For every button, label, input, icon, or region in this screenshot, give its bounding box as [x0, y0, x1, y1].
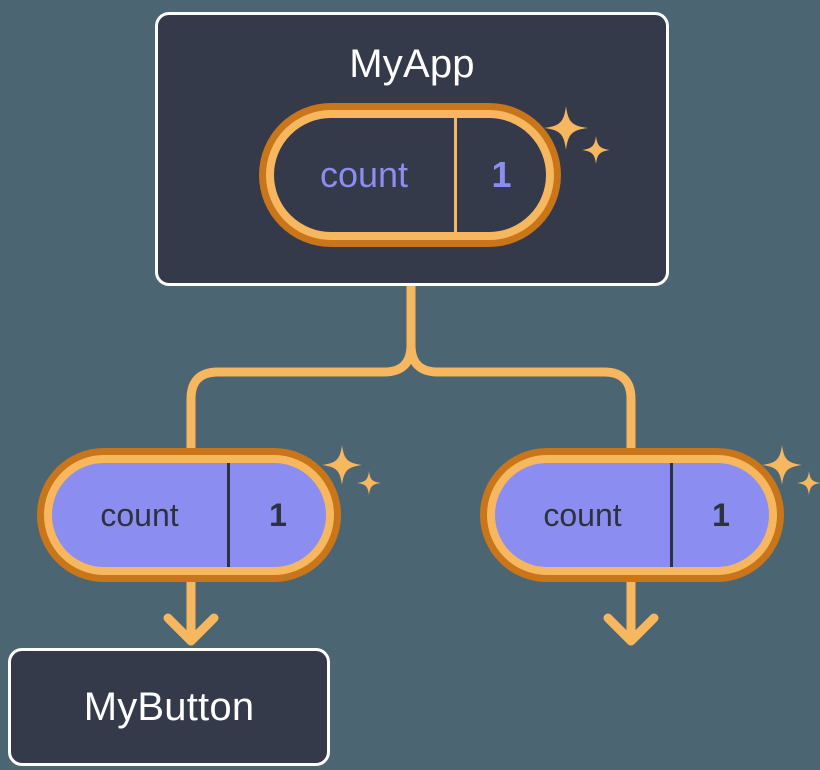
- edge-branch-left: [186, 340, 416, 460]
- signal-pill-root[interactable]: count 1: [266, 110, 554, 240]
- component-title-mybutton: MyButton: [83, 684, 255, 729]
- arrow-left-head: [163, 613, 219, 646]
- arrow-right-head: [603, 613, 659, 646]
- signal-name: count: [52, 463, 230, 567]
- signal-pill-branch-0[interactable]: count 1: [44, 455, 334, 575]
- sparkle-icon: [357, 471, 381, 495]
- edge-branch-right: [406, 340, 636, 460]
- component-card-mybutton-0[interactable]: MyButton: [8, 648, 330, 766]
- signal-value: 1: [712, 496, 730, 533]
- signal-name: count: [495, 463, 673, 567]
- signal-pill-branch-1[interactable]: count 1: [487, 455, 777, 575]
- sparkle-icon: [797, 471, 820, 495]
- signal-value: 1: [269, 496, 287, 533]
- sparkle-icon: [322, 445, 362, 485]
- signal-value: 1: [491, 154, 512, 195]
- component-title-myapp: MyApp: [349, 42, 475, 86]
- signal-name: count: [274, 118, 457, 232]
